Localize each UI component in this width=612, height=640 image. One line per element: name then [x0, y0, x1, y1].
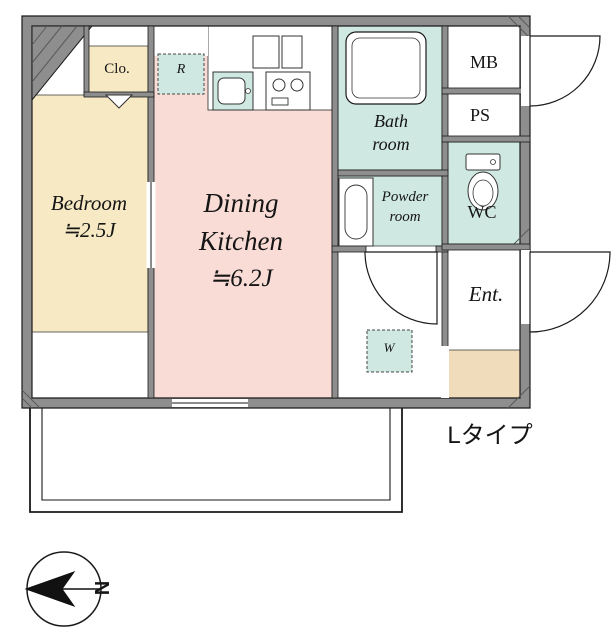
dining-kitchen-name: Dining Kitchen: [199, 188, 283, 257]
wall-powder-hall-left: [331, 245, 367, 253]
fridge-label: R: [176, 62, 186, 77]
powder-label: Powder room: [381, 189, 429, 225]
mb-door-arc: [529, 35, 601, 107]
dining-kitchen-label: Dining Kitchen ≒6.2J: [160, 184, 322, 296]
sink-icon: [217, 77, 246, 105]
closet-label: Clo.: [104, 61, 130, 77]
pipe-space-label: PS: [469, 105, 491, 125]
fridge-space: [157, 53, 205, 95]
bathtub-inner: [351, 37, 421, 99]
compass: [24, 551, 102, 627]
bedroom-name: Bedroom: [50, 191, 128, 215]
plan-type-label: Lタイプ: [447, 422, 533, 449]
kitchen-floor-strip: [152, 26, 208, 56]
powder-door-arc: [364, 251, 438, 325]
fixtures: [104, 31, 501, 247]
burner-icon: [290, 78, 304, 92]
toilet-flush-icon: [490, 159, 496, 165]
balcony-outer: [29, 408, 403, 513]
toilet-seat-icon: [472, 179, 494, 207]
entrance-step: [441, 349, 521, 399]
wall-wet-east: [441, 25, 449, 399]
bedroom-size: ≒2.5J: [62, 217, 116, 242]
washer-label: W: [383, 340, 395, 355]
burner-icon: [272, 78, 286, 92]
grill-icon: [271, 97, 289, 106]
balcony-inner: [41, 408, 391, 501]
hall-ent-opening: [441, 346, 449, 398]
washer-space: [366, 329, 413, 373]
wall-dk-wet: [331, 25, 339, 399]
entrance-door-arc: [529, 251, 611, 333]
corner-hatches: [21, 15, 531, 409]
wall-ps-wc: [441, 135, 531, 143]
meter-box-label: MB: [469, 52, 498, 72]
closet-room: [87, 45, 149, 96]
toilet-bowl-icon: [467, 171, 499, 211]
north-label: N: [90, 580, 112, 596]
bathtub-icon: [345, 31, 427, 105]
mb-door-gap: [521, 36, 530, 106]
wall-openings: [146, 36, 530, 407]
entrance-door-gap: [521, 250, 530, 324]
balcony: [29, 408, 403, 513]
faucet-icon: [245, 88, 251, 94]
wall-bath-powder: [337, 169, 449, 177]
cabinet-icon: [281, 35, 303, 69]
bedroom-label: Bedroom ≒2.5J: [28, 190, 150, 244]
bath-label: Bath room: [372, 111, 410, 154]
wall-mb-ps: [441, 87, 531, 95]
vanity-basin-icon: [344, 184, 368, 240]
vanity-unit: [338, 177, 374, 247]
bedroom-room: [31, 94, 149, 333]
closet-marker-icon: [104, 94, 134, 109]
outer-wall: [21, 15, 531, 409]
cabinet-icon: [252, 35, 280, 69]
wall-wc-ent: [441, 243, 531, 251]
door-arcs: [364, 35, 611, 333]
dining-kitchen-size: ≒6.2J: [209, 264, 273, 292]
toilet-tank-icon: [465, 153, 501, 171]
wc-label: WC: [467, 202, 497, 222]
entrance-label: Ent.: [468, 282, 504, 306]
